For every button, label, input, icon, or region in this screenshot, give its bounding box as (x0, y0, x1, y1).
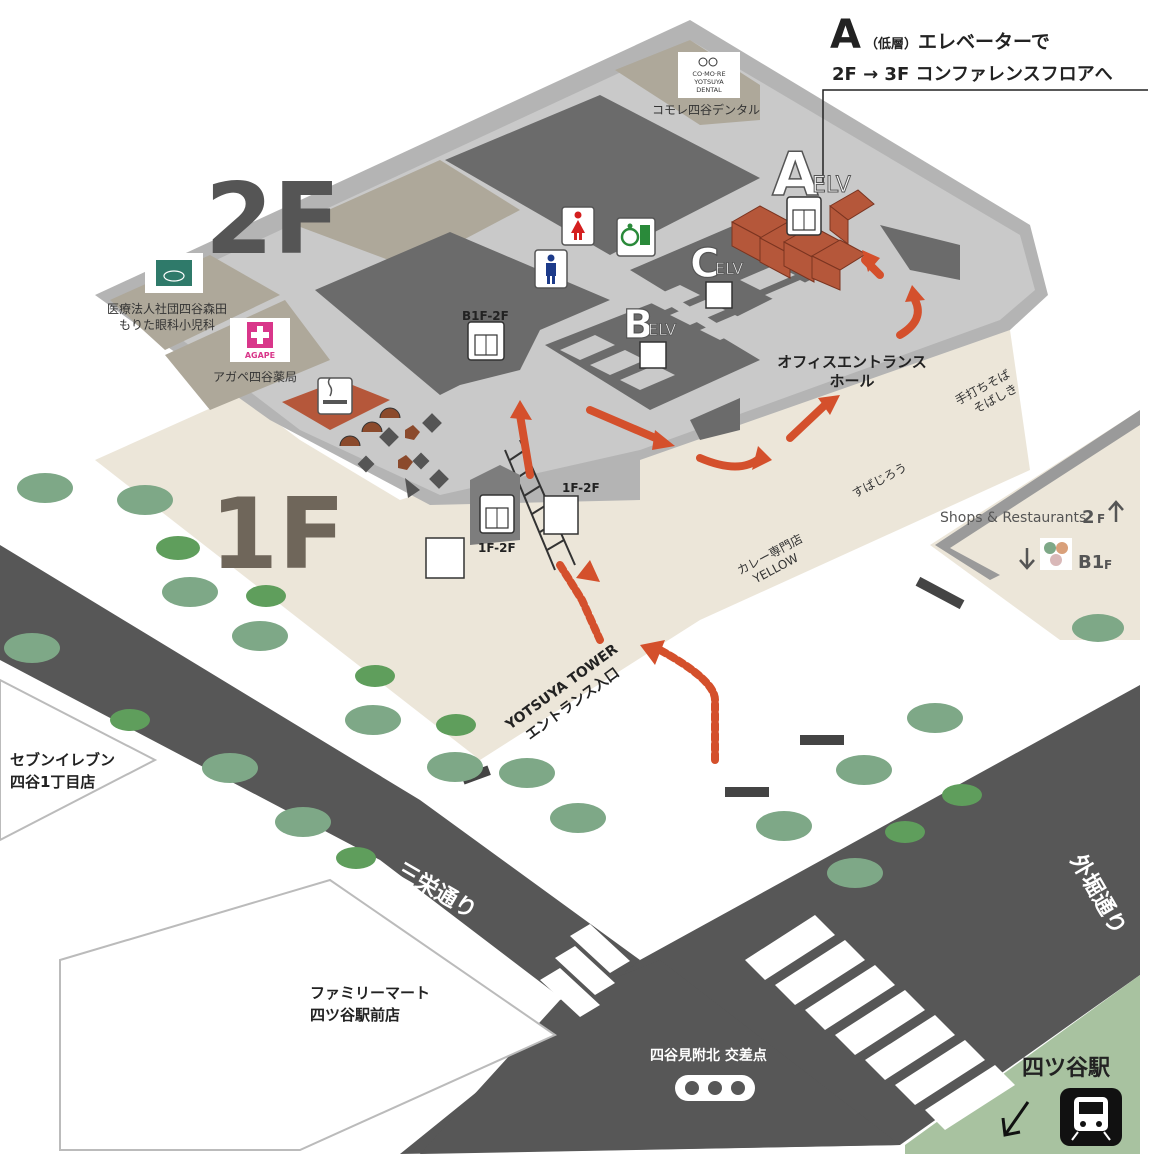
building-2f-floor (130, 40, 1035, 495)
title-note: （低層） (865, 36, 917, 52)
elevator-b1f-2f-label: B1F-2F (462, 309, 509, 323)
stair-door-left (425, 537, 465, 579)
female-toilet-icon (561, 206, 595, 246)
office-hall-line1: オフィスエントランス (777, 353, 926, 371)
floor-label-1f: 1F (210, 478, 345, 592)
elevator-icon-b1f (467, 321, 505, 361)
road-crossing-lower (420, 960, 900, 1154)
elevator-a-cubes (730, 189, 875, 291)
elevator-b-letter: B (623, 302, 654, 348)
station-arrow-icon (1001, 1101, 1030, 1137)
up-arrow-icon (1108, 500, 1124, 522)
elevator-1f-2f-left-label: 1F-2F (478, 541, 516, 555)
block-seven (0, 678, 158, 842)
elevator-b-door (639, 341, 667, 369)
family-line2: 四ツ谷駅前店 (310, 1006, 400, 1024)
block-top-left-beige (295, 160, 520, 268)
crosswalk-right (745, 915, 1015, 1130)
title-line1: エレベーターで (918, 31, 1050, 53)
block-right-dark (880, 225, 960, 280)
elevator-c-letter: C (690, 241, 719, 287)
block-family (59, 878, 558, 1151)
dental-logo: CO·MO·RE YOTSUYA DENTAL (678, 52, 740, 98)
shops-up-suffix: F (1097, 512, 1105, 526)
stair-door-right (543, 495, 579, 535)
elevator-1f-2f-right-label: 1F-2F (562, 481, 600, 495)
elevator-c-suffix: ELV (715, 259, 743, 278)
family-line1: ファミリーマート (310, 984, 430, 1002)
elevator-icon-1f (470, 465, 520, 545)
title-letter: A (830, 12, 861, 58)
pharmacy-label: アガペ四谷薬局 (213, 370, 297, 384)
right-building-edge (935, 410, 1140, 580)
crossing-label: 四谷見附北 交差点 (650, 1047, 767, 1064)
accessible-toilet-icon (616, 217, 656, 257)
plaza-furniture (339, 407, 449, 498)
elevator-icon-a (786, 196, 822, 236)
elevator-a-suffix: ELV (812, 173, 851, 198)
route-arrowheads (510, 250, 925, 665)
block-clinic (110, 255, 280, 350)
traffic-signal-icon (675, 1075, 755, 1101)
shops-up-floor: 2 (1082, 507, 1095, 528)
dental-logo-line1: CO·MO·RE (692, 70, 725, 78)
clinic-label-line1: 医療法人社団四谷森田 (107, 301, 227, 316)
station-label: 四ツ谷駅 (1022, 1056, 1110, 1081)
floor-label-2f: 2F (205, 163, 340, 277)
smoking-area-icon (317, 377, 353, 415)
title-line2: 2F → 3F コンファレンスフロアへ (832, 64, 1113, 85)
pharmacy-logo-text: AGAPE (245, 351, 275, 360)
train-station-icon (1060, 1088, 1122, 1146)
clinic-label-line2: もりた眼科小児科 (119, 318, 215, 332)
shops-label: Shops & Restaurants (940, 510, 1086, 526)
trees (4, 473, 1124, 888)
shops-down-suffix: F (1104, 558, 1112, 572)
clinic-logo (145, 253, 203, 293)
elevator-c-door (705, 281, 733, 309)
dental-label: コモレ四谷デンタル (652, 102, 760, 117)
elevator-a-letter: A (772, 140, 819, 210)
elevator-hall-stripes (560, 265, 820, 390)
shops-logo (1040, 538, 1072, 570)
dental-logo-line3: DENTAL (696, 86, 722, 94)
seven-line2: 四谷1丁目店 (10, 773, 95, 791)
road-sanei (0, 545, 640, 1020)
pharmacy-logo: AGAPE (230, 318, 290, 362)
seven-line1: セブンイレブン (10, 751, 115, 769)
office-hall-line2: ホール (829, 372, 874, 390)
crosswalk-left (540, 924, 630, 1017)
shops-down-floor: B1 (1078, 552, 1104, 573)
block-top-dark (445, 95, 760, 255)
block-step-bottom (690, 398, 740, 440)
title-pointer-line (822, 89, 1148, 185)
right-plaza (930, 410, 1140, 640)
dental-logo-line2: YOTSUYA (693, 78, 724, 86)
male-toilet-icon (534, 249, 568, 289)
elevator-b-suffix: ELV (648, 320, 676, 339)
down-arrow-icon (1019, 548, 1035, 570)
